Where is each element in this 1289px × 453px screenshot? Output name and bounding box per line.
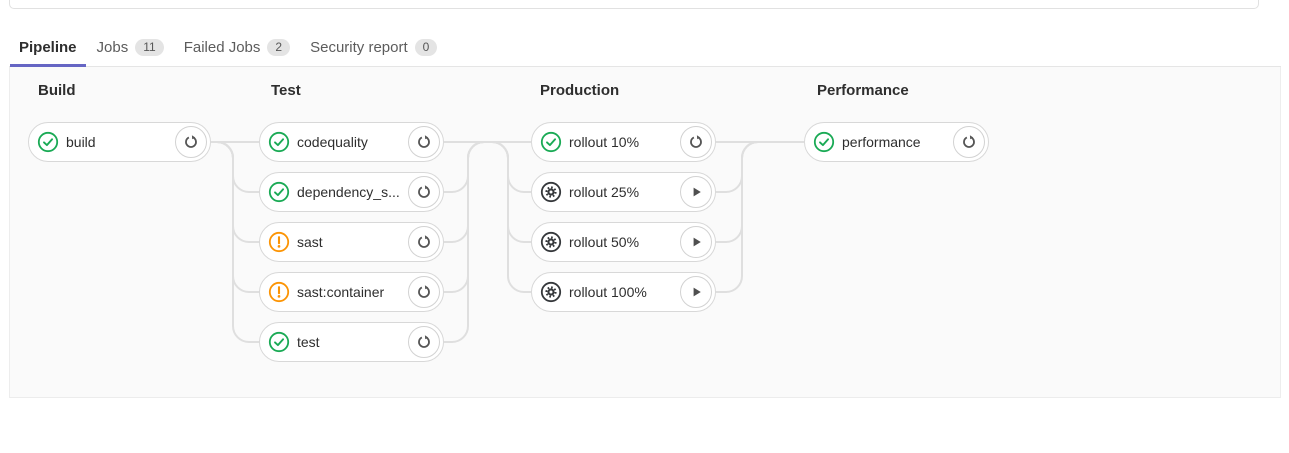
job-pill-rollout-10[interactable]: rollout 10%: [531, 122, 716, 162]
security-report-count-badge: 0: [414, 39, 438, 56]
retry-icon: [416, 184, 432, 200]
warning-circle-icon: [268, 231, 290, 253]
stage-header-performance: Performance: [817, 82, 909, 99]
pipeline-connectors: [211, 141, 804, 343]
job-pill-test[interactable]: test: [259, 322, 444, 362]
job-pill-sast-container[interactable]: sast:container: [259, 272, 444, 312]
failed-jobs-count-badge: 2: [267, 39, 291, 56]
play-icon: [688, 184, 704, 200]
pipeline-graph: Build Test Production Performance build …: [9, 67, 1281, 398]
job-pill-performance[interactable]: performance: [804, 122, 989, 162]
play-icon: [688, 234, 704, 250]
retry-icon: [416, 134, 432, 150]
tab-label: Pipeline: [19, 39, 77, 56]
job-label: rollout 10%: [569, 134, 640, 150]
job-pill-rollout-50[interactable]: rollout 50%: [531, 222, 716, 262]
check-circle-icon: [268, 181, 290, 203]
retry-button[interactable]: [175, 126, 207, 158]
tab-security-report[interactable]: Security report 0: [301, 29, 446, 66]
retry-button[interactable]: [408, 176, 440, 208]
job-label: performance: [842, 134, 921, 150]
previous-card-bottom-edge: [9, 0, 1259, 9]
play-button[interactable]: [680, 176, 712, 208]
retry-button[interactable]: [408, 126, 440, 158]
job-label: rollout 25%: [569, 184, 640, 200]
job-pill-build[interactable]: build: [28, 122, 211, 162]
stage-header-build: Build: [38, 82, 76, 99]
retry-button[interactable]: [953, 126, 985, 158]
tab-label: Jobs: [96, 39, 129, 56]
check-circle-icon: [37, 131, 59, 153]
tab-jobs[interactable]: Jobs 11: [88, 29, 173, 66]
retry-icon: [416, 284, 432, 300]
job-pill-rollout-25[interactable]: rollout 25%: [531, 172, 716, 212]
job-label: dependency_s...: [297, 184, 400, 200]
job-label: build: [66, 134, 96, 150]
jobs-count-badge: 11: [135, 39, 164, 56]
play-button[interactable]: [680, 226, 712, 258]
job-label: rollout 50%: [569, 234, 640, 250]
job-label: codequality: [297, 134, 368, 150]
retry-icon: [183, 134, 199, 150]
retry-button[interactable]: [408, 276, 440, 308]
retry-icon: [961, 134, 977, 150]
job-label: sast: [297, 234, 323, 250]
tab-label: Security report: [310, 39, 408, 56]
job-pill-codequality[interactable]: codequality: [259, 122, 444, 162]
manual-gear-circle-icon: [540, 231, 562, 253]
pipeline-tab-bar: Pipeline Jobs 11 Failed Jobs 2 Security …: [9, 29, 1281, 67]
job-label: test: [297, 334, 320, 350]
check-circle-icon: [268, 331, 290, 353]
retry-icon: [416, 334, 432, 350]
warning-circle-icon: [268, 281, 290, 303]
manual-gear-circle-icon: [540, 281, 562, 303]
job-pill-sast[interactable]: sast: [259, 222, 444, 262]
stage-header-production: Production: [540, 82, 620, 99]
retry-icon: [416, 234, 432, 250]
job-label: sast:container: [297, 284, 385, 300]
tab-pipeline[interactable]: Pipeline: [10, 29, 86, 67]
job-pill-dependency-scanning[interactable]: dependency_s...: [259, 172, 444, 212]
stage-header-test: Test: [271, 82, 301, 99]
play-icon: [688, 284, 704, 300]
check-circle-icon: [540, 131, 562, 153]
tab-label: Failed Jobs: [183, 39, 261, 56]
retry-button[interactable]: [680, 126, 712, 158]
play-button[interactable]: [680, 276, 712, 308]
check-circle-icon: [268, 131, 290, 153]
retry-button[interactable]: [408, 226, 440, 258]
job-label: rollout 100%: [569, 284, 647, 300]
retry-button[interactable]: [408, 326, 440, 358]
manual-gear-circle-icon: [540, 181, 562, 203]
retry-icon: [688, 134, 704, 150]
tab-failed-jobs[interactable]: Failed Jobs 2: [175, 29, 299, 66]
check-circle-icon: [813, 131, 835, 153]
job-pill-rollout-100[interactable]: rollout 100%: [531, 272, 716, 312]
